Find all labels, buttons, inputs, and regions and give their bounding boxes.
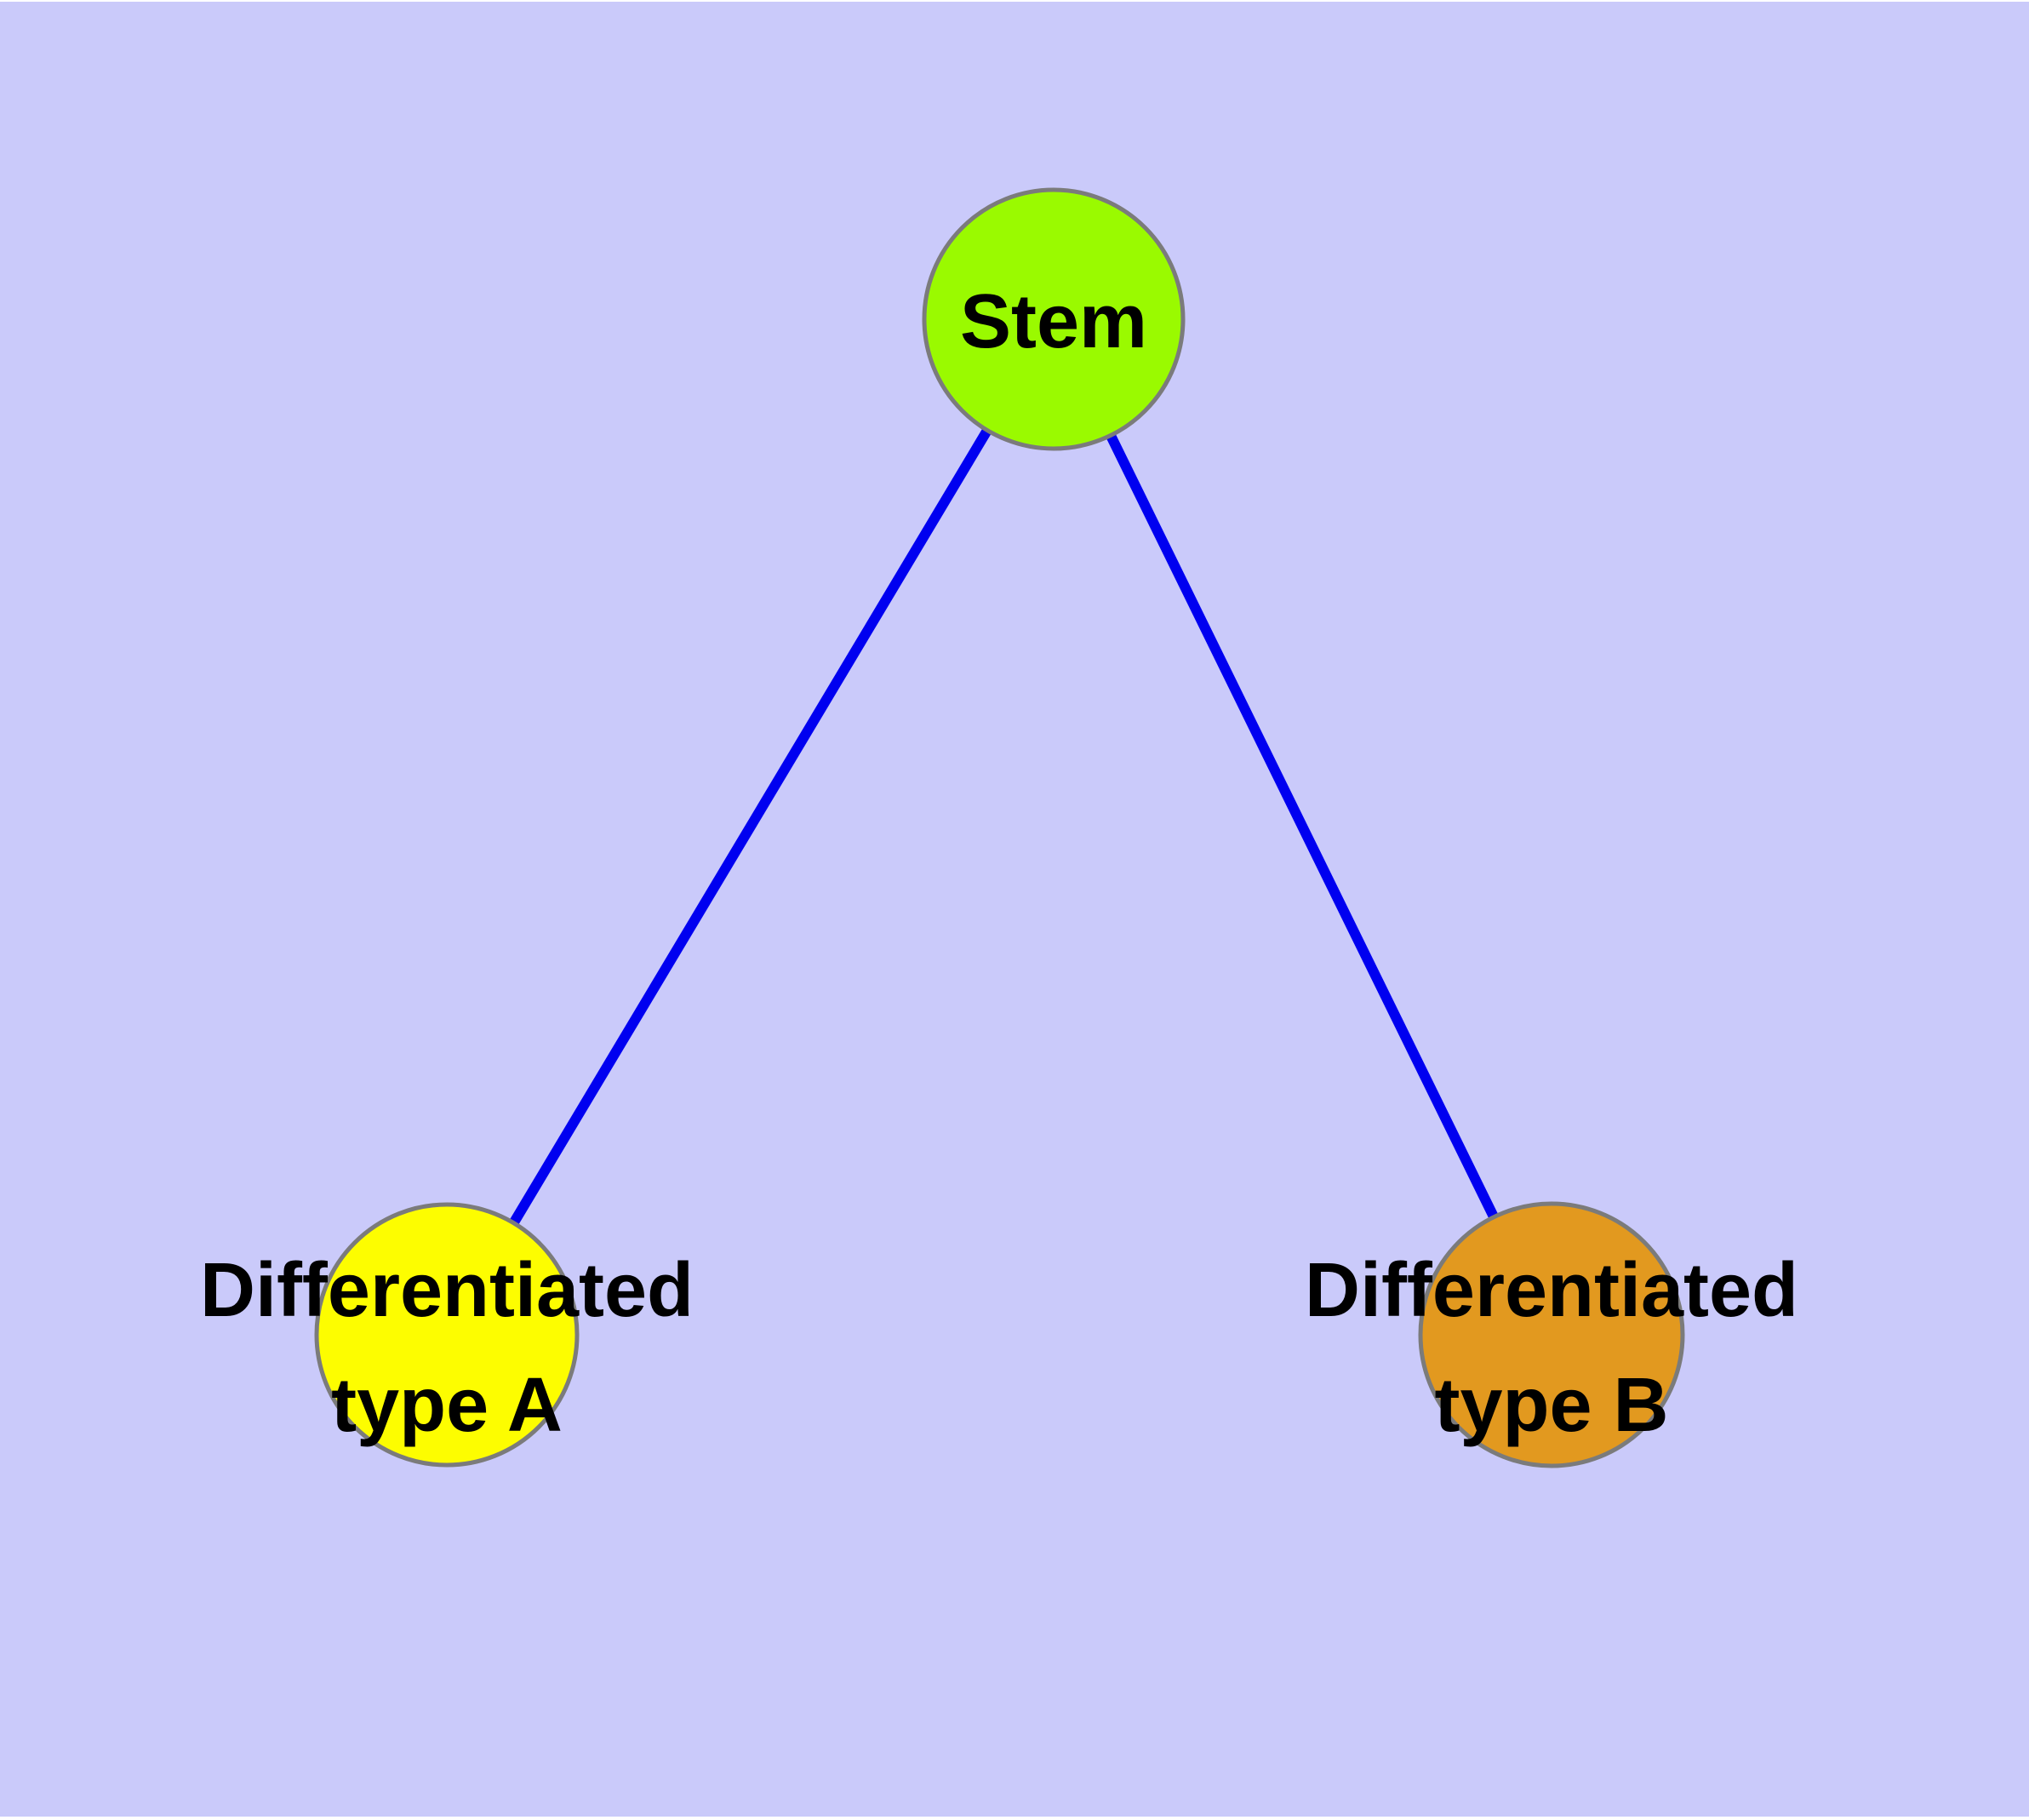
edge-stem-to-type-a: [442, 316, 1059, 1338]
node-type-b: [1418, 1201, 1685, 1468]
node-label-type-a-line2: type A: [331, 1363, 563, 1448]
node-stem: [922, 187, 1186, 451]
node-label-type-b-line1: Differentiated: [1305, 1248, 1798, 1333]
node-label-type-b-line2: type B: [1434, 1363, 1668, 1448]
edge-stem-to-type-b: [1049, 317, 1557, 1337]
node-type-a: [314, 1202, 580, 1468]
node-label-type-a-line1: Differentiated: [200, 1248, 694, 1333]
node-label-stem: Stem: [960, 279, 1147, 364]
